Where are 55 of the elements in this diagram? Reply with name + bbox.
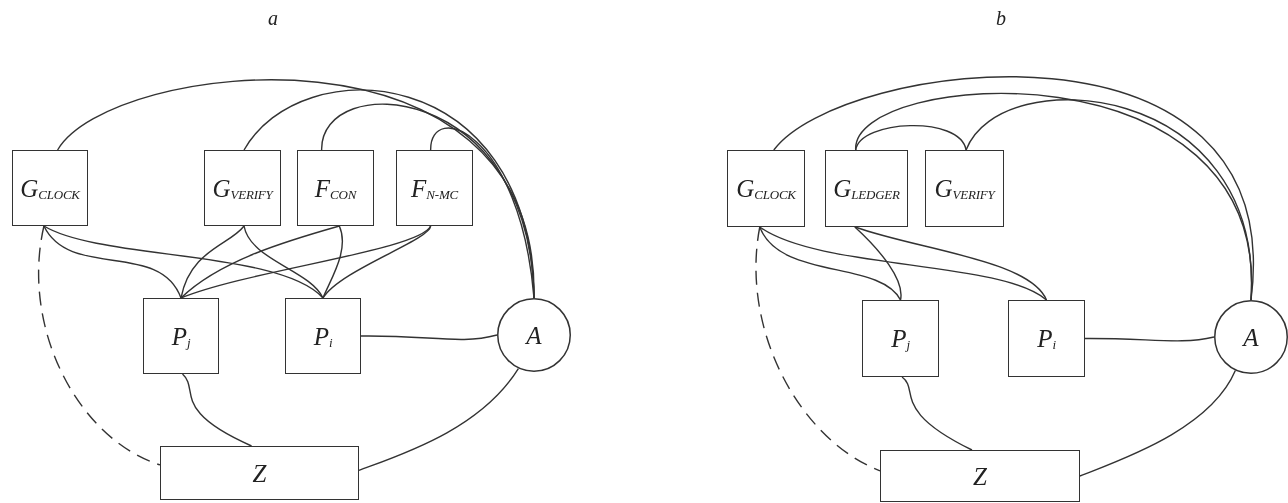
connector-line <box>901 376 973 451</box>
node-label: A <box>1243 324 1259 350</box>
connector-line <box>855 124 967 151</box>
process-box <box>297 150 374 226</box>
node-label: F$_{N-MC}$ <box>411 175 458 201</box>
connector-line <box>43 225 182 299</box>
connector-line <box>322 225 432 299</box>
connector-line <box>181 373 253 447</box>
node-label: P$_{j}$ <box>891 326 910 351</box>
process-box <box>143 298 219 374</box>
node-label: G$_{VERIFY}$ <box>934 176 995 201</box>
process-box <box>285 298 361 374</box>
connector-line <box>180 225 245 299</box>
process-box <box>880 450 1080 502</box>
process-box <box>204 150 281 226</box>
connector-line <box>854 226 1048 301</box>
connector-line <box>1084 336 1215 342</box>
node-label: G$_{LEDGER}$ <box>833 176 900 201</box>
process-box <box>1008 300 1085 377</box>
connector-line <box>43 225 324 299</box>
circle-node <box>497 298 571 372</box>
node-label: P$_{j}$ <box>171 323 191 349</box>
connector-line <box>854 226 902 301</box>
dashed-connector <box>755 226 881 472</box>
process-box <box>825 150 908 227</box>
panel-label: a <box>268 8 278 28</box>
node-label: Z <box>973 463 987 489</box>
connector-line <box>759 226 1048 301</box>
connector-line <box>320 103 535 299</box>
connector-line <box>322 225 343 299</box>
node-label: F$_{CON}$ <box>314 175 357 201</box>
connector-line <box>759 226 902 301</box>
dashed-connector <box>37 225 161 466</box>
process-box <box>925 150 1004 227</box>
process-box <box>12 150 88 226</box>
node-label: G$_{CLOCK}$ <box>736 176 796 201</box>
process-box <box>862 300 939 377</box>
connector-line <box>965 99 1252 301</box>
process-box <box>396 150 473 226</box>
node-label: P$_{i}$ <box>313 323 333 349</box>
node-label: G$_{VERIFY}$ <box>212 175 273 201</box>
node-label: P$_{i}$ <box>1037 326 1056 351</box>
connector-line <box>180 225 432 299</box>
circle-node <box>1214 300 1288 374</box>
connector-line <box>360 334 498 341</box>
connector-line <box>358 367 520 471</box>
node-label: Z <box>252 460 267 486</box>
node-label: A <box>526 322 542 348</box>
connector-line <box>180 225 341 299</box>
process-box <box>160 446 359 500</box>
process-box <box>727 150 805 227</box>
connector-line <box>243 225 324 299</box>
node-label: G$_{CLOCK}$ <box>20 175 80 201</box>
panel-label: b <box>996 8 1006 28</box>
connector-line <box>1079 369 1237 477</box>
